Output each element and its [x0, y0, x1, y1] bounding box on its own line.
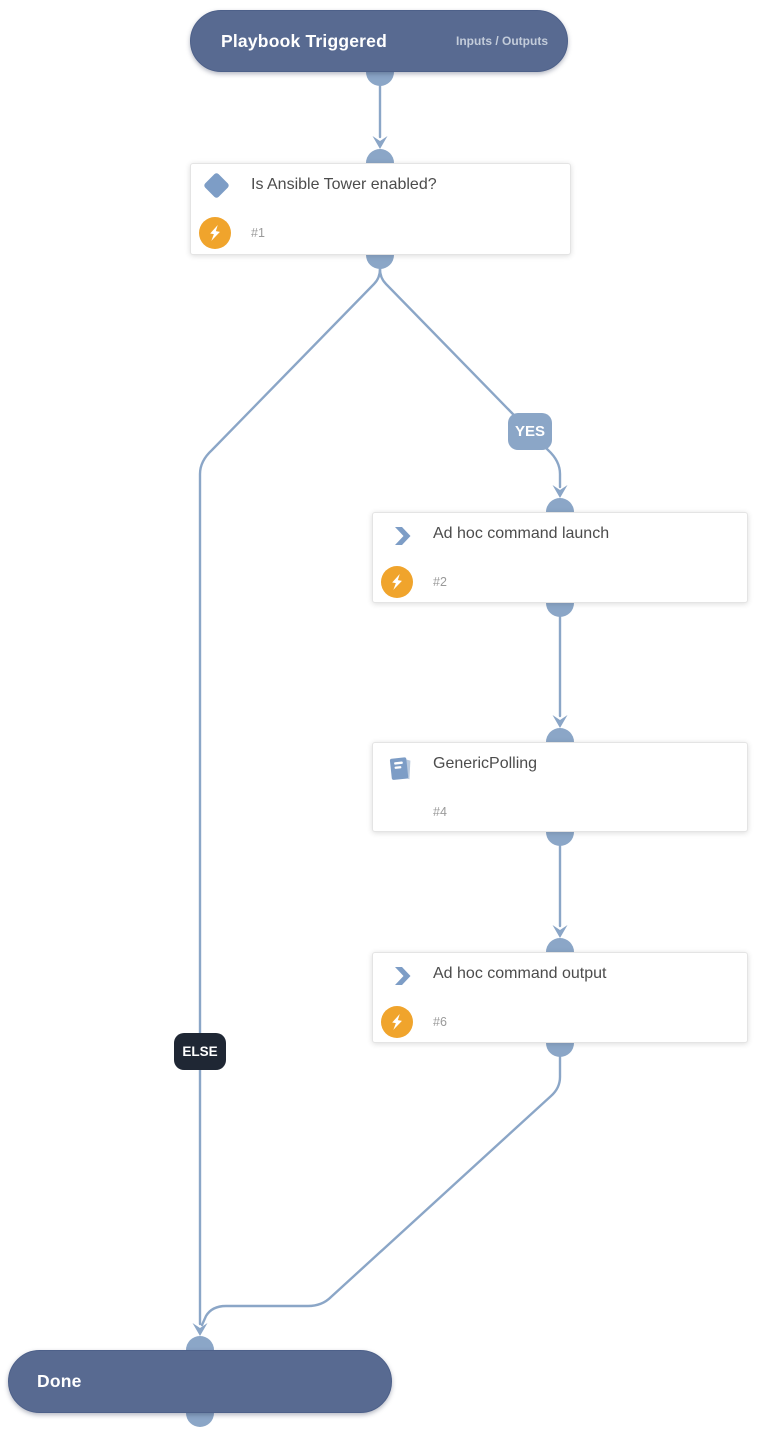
condition-diamond-icon [203, 172, 230, 199]
automation-bolt-icon [381, 566, 413, 598]
done-node[interactable]: Done [8, 1350, 392, 1413]
task-number: #6 [433, 1015, 447, 1029]
branch-label-yes: YES [508, 413, 552, 450]
playbook-triggered-node[interactable]: Playbook Triggered Inputs / Outputs [190, 10, 568, 72]
task-title: GenericPolling [433, 755, 538, 772]
arrowhead-to-launch [552, 485, 568, 498]
inputs-outputs-link[interactable]: Inputs / Outputs [456, 34, 548, 48]
edge-output-to-done [200, 1055, 562, 1327]
automation-bolt-icon [199, 217, 231, 249]
automation-bolt-icon [381, 1006, 413, 1038]
done-title: Done [37, 1371, 82, 1391]
task-title: Ad hoc command output [433, 965, 607, 982]
command-chevron-icon [391, 526, 411, 546]
task-number: #2 [433, 575, 447, 589]
playbook-book-icon [385, 753, 416, 784]
arrowhead-to-output [552, 925, 568, 938]
task-title: Is Ansible Tower enabled? [251, 176, 437, 193]
arrowhead-to-done [192, 1323, 208, 1336]
arrowhead-to-polling [552, 715, 568, 728]
task-number: #4 [433, 805, 447, 819]
task-title: Ad hoc command launch [433, 525, 610, 542]
task-node-ad-hoc-command-output[interactable]: Ad hoc command output #6 [372, 952, 748, 1043]
task-number: #1 [251, 226, 265, 240]
task-node-ad-hoc-command-launch[interactable]: Ad hoc command launch #2 [372, 512, 748, 603]
edge-yes-branch [378, 267, 562, 489]
task-node-generic-polling[interactable]: GenericPolling #4 [372, 742, 748, 832]
branch-label-else: ELSE [174, 1033, 226, 1070]
task-node-condition[interactable]: Is Ansible Tower enabled? #1 [190, 163, 571, 255]
command-chevron-icon [391, 966, 411, 986]
arrowhead-to-condition [372, 136, 388, 149]
playbook-triggered-title: Playbook Triggered [221, 30, 388, 51]
edge-else-branch [198, 267, 382, 1326]
